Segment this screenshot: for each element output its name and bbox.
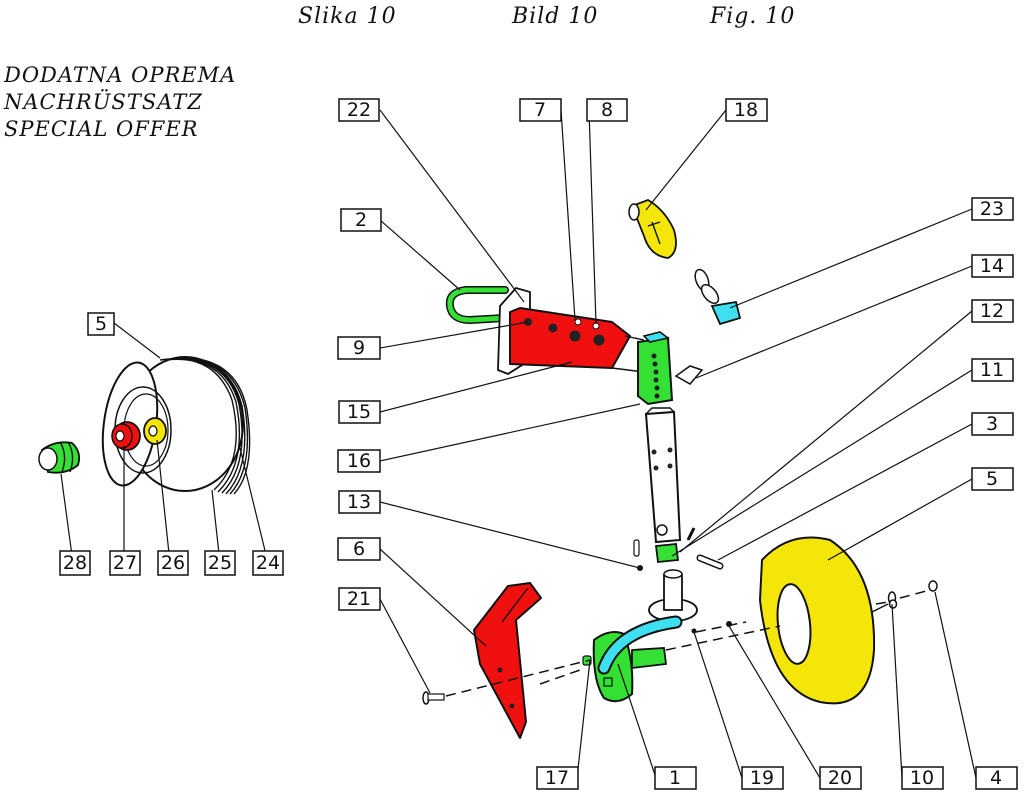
scraper-6 bbox=[473, 582, 542, 739]
callout-1: 1 bbox=[654, 766, 697, 790]
leader-lines bbox=[60, 109, 977, 779]
svg-text:9: 9 bbox=[353, 337, 365, 359]
callout-20: 20 bbox=[819, 766, 862, 790]
svg-text:5: 5 bbox=[95, 313, 107, 335]
spindle-flange bbox=[648, 569, 698, 622]
svg-text:10: 10 bbox=[910, 767, 934, 789]
callout-6: 6 bbox=[337, 537, 381, 561]
heading-english: SPECIAL OFFER bbox=[4, 117, 199, 141]
svg-text:7: 7 bbox=[534, 99, 546, 121]
callout-16: 16 bbox=[337, 449, 381, 473]
callout-28: 28 bbox=[59, 550, 91, 576]
bearing-27 bbox=[111, 421, 141, 451]
bushing-28 bbox=[38, 441, 81, 474]
chain-lock-23 bbox=[694, 268, 742, 326]
callout-22: 22 bbox=[338, 98, 380, 122]
callout-5-right: 5 bbox=[971, 467, 1014, 491]
svg-text:13: 13 bbox=[347, 491, 371, 513]
callout-21: 21 bbox=[338, 587, 381, 611]
clamp-18 bbox=[628, 199, 677, 259]
collar-11 bbox=[654, 543, 680, 563]
callout-4: 4 bbox=[975, 766, 1018, 790]
callout-11: 11 bbox=[971, 358, 1014, 382]
svg-text:28: 28 bbox=[63, 552, 87, 574]
svg-text:18: 18 bbox=[734, 99, 758, 121]
callout-12: 12 bbox=[971, 299, 1014, 323]
svg-text:1: 1 bbox=[669, 767, 681, 789]
svg-text:19: 19 bbox=[750, 767, 774, 789]
svg-text:6: 6 bbox=[353, 538, 365, 560]
callout-26: 26 bbox=[157, 550, 189, 576]
wheel-5 bbox=[758, 536, 876, 705]
svg-text:23: 23 bbox=[980, 198, 1004, 220]
svg-text:14: 14 bbox=[980, 255, 1004, 277]
svg-text:26: 26 bbox=[161, 552, 185, 574]
fork-1 bbox=[582, 615, 683, 703]
callout-13: 13 bbox=[338, 490, 381, 514]
callout-14: 14 bbox=[971, 254, 1014, 278]
svg-text:27: 27 bbox=[113, 552, 137, 574]
plate-14 bbox=[674, 365, 704, 385]
washer-19 bbox=[691, 628, 697, 634]
svg-text:17: 17 bbox=[545, 767, 569, 789]
figure-title-english: Fig. 10 bbox=[710, 4, 796, 29]
svg-text:15: 15 bbox=[347, 401, 371, 423]
svg-text:25: 25 bbox=[208, 552, 232, 574]
spacer-26 bbox=[143, 417, 167, 445]
bolt-21 bbox=[422, 691, 445, 705]
callout-2: 2 bbox=[340, 208, 382, 232]
svg-text:8: 8 bbox=[601, 99, 613, 121]
callout-5-left: 5 bbox=[87, 312, 115, 336]
left-wheel-assembly bbox=[38, 356, 251, 495]
figure-title-croatian: Slika 10 bbox=[298, 4, 397, 29]
callout-9: 9 bbox=[337, 336, 381, 360]
callout-3: 3 bbox=[971, 412, 1014, 436]
svg-text:22: 22 bbox=[347, 99, 371, 121]
svg-text:5: 5 bbox=[986, 468, 998, 490]
callout-18: 18 bbox=[725, 98, 768, 122]
callout-8: 8 bbox=[586, 98, 628, 122]
svg-text:4: 4 bbox=[990, 767, 1002, 789]
callout-24: 24 bbox=[252, 550, 284, 576]
callout-23: 23 bbox=[971, 197, 1014, 221]
svg-text:24: 24 bbox=[256, 552, 280, 574]
vertical-tube bbox=[644, 407, 682, 544]
figure-title-german: Bild 10 bbox=[512, 4, 599, 29]
callout-10: 10 bbox=[901, 766, 944, 790]
callout-27: 27 bbox=[109, 550, 141, 576]
callout-25: 25 bbox=[204, 550, 236, 576]
svg-text:20: 20 bbox=[828, 767, 852, 789]
callout-15: 15 bbox=[338, 400, 381, 424]
svg-text:11: 11 bbox=[980, 359, 1004, 381]
callout-19: 19 bbox=[741, 766, 784, 790]
heading-croatian: DODATNA OPREMA bbox=[4, 63, 237, 87]
callout-17: 17 bbox=[536, 766, 579, 790]
svg-text:21: 21 bbox=[347, 588, 371, 610]
svg-text:3: 3 bbox=[986, 413, 998, 435]
svg-text:12: 12 bbox=[980, 300, 1004, 322]
callout-7: 7 bbox=[519, 98, 562, 122]
nut-4 bbox=[928, 580, 938, 592]
sleeve-16 bbox=[637, 331, 674, 406]
svg-text:16: 16 bbox=[347, 450, 371, 472]
heading-german: NACHRÜSTSATZ bbox=[4, 90, 203, 114]
svg-text:2: 2 bbox=[355, 209, 367, 231]
